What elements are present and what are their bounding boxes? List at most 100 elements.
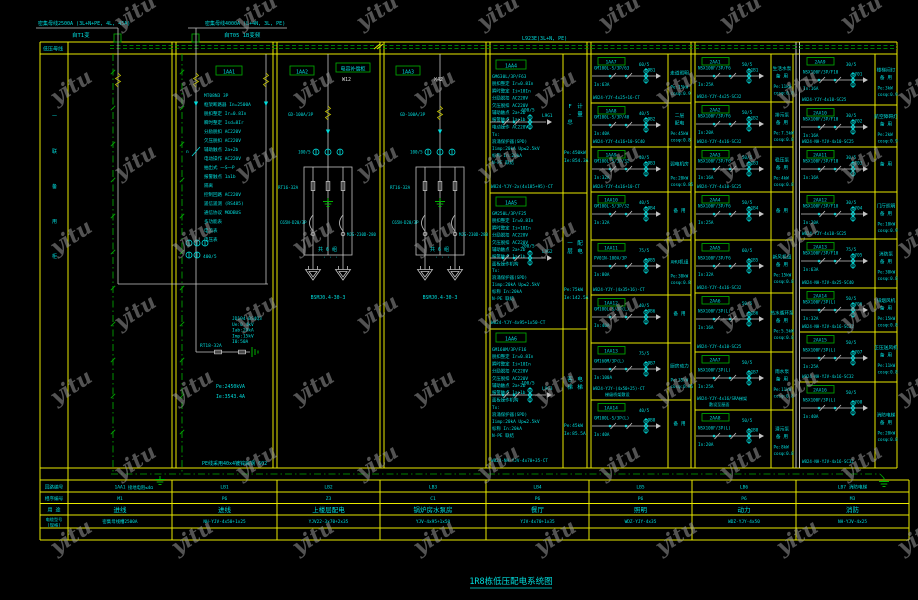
svg-text:LY05: LY05 bbox=[852, 253, 863, 259]
watermark: yitu bbox=[471, 0, 523, 35]
svg-text:F: F bbox=[568, 104, 571, 110]
svg-text:梯: 梯 bbox=[567, 383, 573, 391]
svg-text:动力: 动力 bbox=[738, 505, 751, 514]
watermark: yitu bbox=[471, 139, 523, 185]
svg-text:锅炉房水泵房: 锅炉房水泵房 bbox=[414, 505, 453, 514]
svg-text:RT18-32A: RT18-32A bbox=[200, 343, 222, 349]
svg-text:W824-YJY-4x25-SC32: W824-YJY-4x25-SC32 bbox=[697, 94, 742, 99]
svg-text:辅助触点 2a+2b: 辅助触点 2a+2b bbox=[492, 246, 526, 253]
svg-text:100/5: 100/5 bbox=[410, 150, 423, 155]
svg-text:航空障碍灯: 航空障碍灯 bbox=[874, 113, 898, 120]
svg-text:GM250L/3P/F25: GM250L/3P/F25 bbox=[492, 211, 527, 217]
watermark: yitu bbox=[108, 139, 160, 185]
svg-text:柜: 柜 bbox=[52, 253, 57, 260]
svg-text:脱扣整定 Ir=0.8In: 脱扣整定 Ir=0.8In bbox=[492, 217, 534, 224]
incoming-feeders bbox=[36, 27, 897, 50]
watermark: yitu bbox=[44, 64, 96, 110]
svg-text:In:25A: In:25A bbox=[803, 364, 819, 370]
watermark: yitu bbox=[528, 64, 580, 110]
svg-text:C65N-D20/3P: C65N-D20/3P bbox=[392, 220, 419, 225]
svg-text:L9G2: L9G2 bbox=[542, 249, 553, 255]
svg-text:W824-NH-YJV-4x70+35-CT: W824-NH-YJV-4x70+35-CT bbox=[491, 458, 548, 464]
svg-text:WDZ-YJY-4x50: WDZ-YJY-4x50 bbox=[728, 519, 760, 525]
svg-text:通信协议 MODBUS: 通信协议 MODBUS bbox=[204, 209, 241, 216]
svg-text:配: 配 bbox=[577, 240, 583, 247]
svg-text:GM100L-S/3P(L): GM100L-S/3P(L) bbox=[594, 307, 629, 312]
svg-text:Pe:5.5kW: Pe:5.5kW bbox=[774, 329, 795, 334]
svg-text:2AA13: 2AA13 bbox=[813, 245, 827, 251]
svg-text:共 6 组: 共 6 组 bbox=[430, 246, 449, 253]
grid-lines bbox=[39, 41, 910, 541]
svg-text:WDZ-YJY-4x35: WDZ-YJY-4x35 bbox=[625, 519, 657, 525]
svg-text:cosφ:0.8: cosφ:0.8 bbox=[671, 138, 692, 143]
svg-text:走道照明: 走道照明 bbox=[670, 70, 689, 77]
svg-text:NSX100F/3P(L): NSX100F/3P(L) bbox=[698, 426, 731, 431]
svg-text:备 用: 备 用 bbox=[776, 164, 789, 171]
svg-text:cosφ:0.8: cosφ:0.8 bbox=[878, 276, 899, 281]
svg-text:50/5: 50/5 bbox=[846, 340, 857, 346]
svg-text:备 用: 备 用 bbox=[880, 305, 893, 312]
svg-text:NSX100F/3P/F10: NSX100F/3P/F10 bbox=[803, 117, 839, 122]
svg-text:正压送风机: 正压送风机 bbox=[874, 344, 898, 351]
svg-text:备 用: 备 用 bbox=[776, 433, 789, 440]
svg-text:1AA13: 1AA13 bbox=[604, 349, 618, 355]
svg-text:计: 计 bbox=[577, 102, 583, 110]
svg-text:· · ·: · · · bbox=[435, 255, 450, 261]
watermark: yitu bbox=[286, 64, 338, 110]
svg-text:YJV-4x70+1x35: YJV-4x70+1x35 bbox=[520, 519, 555, 525]
svg-text:备 用: 备 用 bbox=[673, 207, 686, 214]
svg-text:cosφ:0.8: cosφ:0.8 bbox=[774, 91, 795, 96]
svg-text:JD194-BS4Q3: JD194-BS4Q3 bbox=[232, 316, 262, 322]
svg-text:GD-100A/3P: GD-100A/3P bbox=[288, 112, 314, 117]
svg-text:cosφ:0.9: cosφ:0.9 bbox=[878, 92, 899, 97]
svg-text:密集母线2500A (3L+N+PE, 4L, 45A): 密集母线2500A (3L+N+PE, 4L, 45A) bbox=[38, 20, 130, 27]
svg-text:1AA2: 1AA2 bbox=[296, 70, 308, 76]
svg-text:脱扣整定 Ir=0.8In: 脱扣整定 Ir=0.8In bbox=[492, 80, 534, 87]
svg-text:敷设至屋面: 敷设至屋面 bbox=[709, 401, 729, 407]
svg-text:备 用: 备 用 bbox=[880, 74, 893, 81]
svg-text:排污泵: 排污泵 bbox=[775, 112, 789, 119]
svg-text:瞬时整定 Isd=8Ir: 瞬时整定 Isd=8Ir bbox=[204, 119, 244, 126]
svg-text:L1B6: L1B6 bbox=[748, 311, 759, 317]
svg-text:一: 一 bbox=[52, 114, 57, 120]
svg-text:50/5: 50/5 bbox=[846, 390, 857, 396]
svg-text:200/5: 200/5 bbox=[521, 244, 535, 250]
svg-text:L1B4: L1B4 bbox=[748, 206, 759, 212]
svg-text:自T05 1B变频: 自T05 1B变频 bbox=[224, 31, 261, 39]
svg-text:W824-YJY-4x16/SRA梯架: W824-YJY-4x16/SRA梯架 bbox=[697, 395, 747, 401]
svg-text:2AA11: 2AA11 bbox=[813, 153, 827, 159]
svg-text:Pe:15kW: Pe:15kW bbox=[671, 85, 689, 90]
svg-text:30/5: 30/5 bbox=[846, 62, 857, 68]
svg-text:MJS-230D-280: MJS-230D-280 bbox=[459, 232, 488, 237]
svg-text:餐厅: 餐厅 bbox=[531, 505, 545, 514]
svg-text:cosφ:0.9: cosφ:0.9 bbox=[878, 139, 899, 144]
svg-text:In:25A: In:25A bbox=[698, 82, 714, 88]
svg-text:浪涌保护器(SPD): 浪涌保护器(SPD) bbox=[492, 138, 527, 145]
svg-text:电压表: 电压表 bbox=[204, 236, 218, 243]
svg-text:脱扣整定 Ir=0.8In: 脱扣整定 Ir=0.8In bbox=[204, 110, 247, 117]
svg-text:密集母线槽2500A: 密集母线槽2500A bbox=[102, 518, 138, 525]
svg-text:cosφ:0.9: cosφ:0.9 bbox=[671, 91, 692, 96]
svg-text:瞬时整定 Ii=10In: 瞬时整定 Ii=10In bbox=[492, 87, 531, 94]
svg-text:75/5: 75/5 bbox=[639, 248, 650, 254]
svg-text:2AA15: 2AA15 bbox=[813, 338, 827, 344]
svg-text:Pe:11kW: Pe:11kW bbox=[774, 84, 792, 89]
svg-text:In:32A: In:32A bbox=[594, 220, 610, 226]
svg-text:报警触点 1a1b: 报警触点 1a1b bbox=[204, 173, 236, 180]
svg-text:备 用: 备 用 bbox=[776, 317, 789, 324]
svg-text:RT16-32A: RT16-32A bbox=[278, 185, 299, 190]
svg-text:2AA3: 2AA3 bbox=[709, 153, 720, 159]
svg-text:GM100L-S/3P(L): GM100L-S/3P(L) bbox=[594, 416, 629, 421]
watermark: yitu bbox=[713, 439, 765, 485]
svg-text:LY03: LY03 bbox=[852, 161, 863, 167]
svg-text:瞬时整定 Ii=10In: 瞬时整定 Ii=10In bbox=[492, 360, 531, 367]
